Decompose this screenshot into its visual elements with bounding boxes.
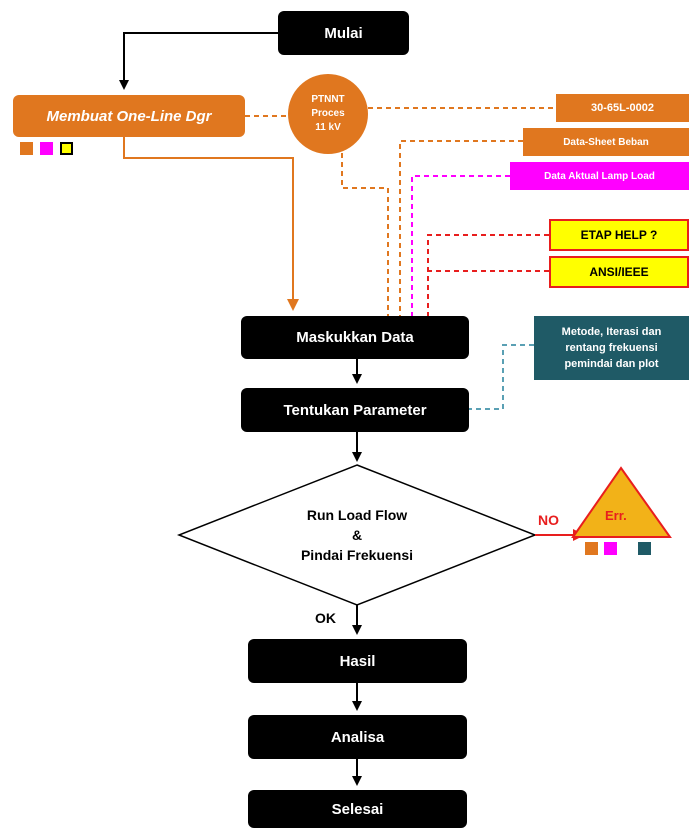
data-aktual-box: Data Aktual Lamp Load (510, 162, 689, 190)
ok-label: OK (315, 610, 336, 626)
start-node: Mulai (278, 11, 409, 55)
decision-line3: Pindai Frekuensi (300, 547, 414, 563)
ptnnt-line3: 11 kV (315, 122, 341, 133)
maskukkan-label: Maskukkan Data (296, 329, 414, 346)
etap-help-label: ETAP HELP ? (580, 228, 658, 242)
decision-line1: Run Load Flow (306, 507, 408, 523)
analisa-node: Analisa (248, 715, 467, 759)
dashed-etap-maskukkan (427, 234, 549, 316)
selesai-label: Selesai (331, 800, 384, 818)
err-label: Err. (605, 508, 627, 523)
ptnnt-line2: Proces (311, 108, 345, 119)
selesai-node: Selesai (248, 790, 467, 828)
decision-text: Run Load Flow & Pindai Frekuensi (257, 505, 457, 565)
err-triangle (571, 466, 672, 538)
tentukan-node: Tentukan Parameter (241, 388, 469, 432)
hasil-label: Hasil (339, 652, 376, 670)
maskukkan-node: Maskukkan Data (241, 316, 469, 359)
dashed-dataaktual-maskukkan (411, 175, 510, 316)
ptnnt-oval: PTNNT Proces 11 kV (288, 74, 368, 154)
data-aktual-label: Data Aktual Lamp Load (544, 170, 655, 182)
ansi-box: ANSI/IEEE (549, 256, 689, 288)
err-square-teal (638, 542, 651, 555)
arrow-membuat-to-maskukkan (123, 136, 299, 311)
membuat-node: Membuat One-Line Dgr (13, 95, 245, 137)
err-square-magenta (604, 542, 617, 555)
membuat-label: Membuat One-Line Dgr (46, 107, 212, 125)
doc-code-label: 30-65L-0002 (591, 102, 654, 114)
decision-line2: & (351, 527, 363, 543)
err-square-orange (585, 542, 598, 555)
legend-square-magenta (40, 142, 53, 155)
dashed-metode-tentukan (469, 344, 534, 410)
dashed-ptnnt-maskukkan (341, 153, 389, 316)
datasheet-box: Data-Sheet Beban (523, 128, 689, 156)
metode-line2: rentang frekuensi (565, 342, 658, 354)
legend-square-yellow (60, 142, 73, 155)
metode-line3: pemindai dan plot (564, 358, 659, 370)
arrow-mulai-to-membuat (119, 32, 278, 90)
analisa-label: Analisa (330, 728, 385, 746)
legend-square-orange (20, 142, 33, 155)
tentukan-label: Tentukan Parameter (283, 401, 427, 419)
datasheet-label: Data-Sheet Beban (563, 136, 649, 148)
no-label: NO (538, 512, 559, 528)
dashed-datasheet-maskukkan (399, 140, 523, 316)
hasil-node: Hasil (248, 639, 467, 683)
start-label: Mulai (324, 24, 363, 42)
metode-line1: Metode, Iterasi dan (561, 326, 662, 338)
ansi-label: ANSI/IEEE (589, 265, 649, 279)
etap-help-box: ETAP HELP ? (549, 219, 689, 251)
ptnnt-line1: PTNNT (311, 94, 345, 105)
doc-code-box: 30-65L-0002 (556, 94, 689, 122)
metode-box: Metode, Iterasi dan rentang frekuensi pe… (534, 316, 689, 380)
